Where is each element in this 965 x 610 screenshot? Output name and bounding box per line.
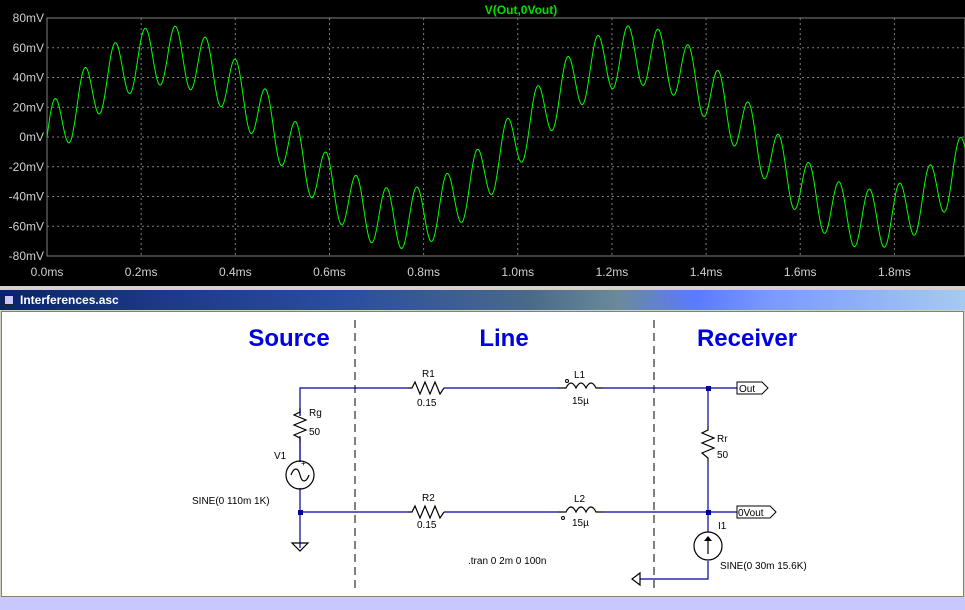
current-source-i1[interactable]: I1 SINE(0 30m 15.6K) bbox=[693, 521, 807, 572]
schematic-canvas[interactable]: Source Line Receiver Rg 50 bbox=[2, 312, 965, 598]
waveform-plot[interactable]: V(Out,0Vout) 80mV 60mV 40mV 20mV 0mV -20mV -40… bbox=[0, 0, 965, 286]
i1-value: SINE(0 30m 15.6K) bbox=[720, 561, 807, 572]
inductor-l2[interactable]: L2 15µ bbox=[558, 494, 603, 529]
wires[interactable] bbox=[299, 387, 737, 580]
y-tick-label: -80mV bbox=[9, 249, 44, 263]
resistor-rr[interactable]: Rr 50 bbox=[700, 426, 729, 462]
y-tick-label: 40mV bbox=[13, 71, 44, 85]
y-tick-label: 80mV bbox=[13, 11, 44, 25]
x-tick-label: 0.8ms bbox=[407, 265, 440, 279]
ground-icon bbox=[631, 571, 641, 587]
x-tick-label: 0.2ms bbox=[125, 265, 158, 279]
x-tick-label: 1.2ms bbox=[596, 265, 629, 279]
section-receiver: Receiver bbox=[697, 325, 797, 352]
junction-source-return bbox=[298, 510, 303, 515]
rg-value: 50 bbox=[309, 427, 321, 438]
section-source: Source bbox=[248, 325, 329, 352]
x-tick-label: 1.8ms bbox=[878, 265, 911, 279]
netlabel-out[interactable]: Out bbox=[736, 381, 769, 395]
netlabel-0vout-text: 0Vout bbox=[738, 508, 764, 519]
status-bar bbox=[0, 598, 965, 610]
x-tick-label: 0.6ms bbox=[313, 265, 346, 279]
y-tick-label: -60mV bbox=[9, 219, 44, 233]
x-tick-label: 1.6ms bbox=[784, 265, 817, 279]
resistor-rg[interactable]: Rg 50 bbox=[292, 408, 322, 442]
l1-name: L1 bbox=[574, 370, 586, 381]
resistor-r1[interactable]: R1 0.15 bbox=[408, 369, 445, 409]
x-tick-label: 0.4ms bbox=[219, 265, 252, 279]
v1-value: SINE(0 110m 1K) bbox=[192, 496, 270, 507]
l2-name: L2 bbox=[574, 494, 586, 505]
plus-sign: + bbox=[301, 459, 306, 468]
r1-value: 0.15 bbox=[417, 398, 437, 409]
x-tick-label: 1.4ms bbox=[690, 265, 723, 279]
resistor-r2[interactable]: R2 0.15 bbox=[408, 493, 445, 531]
spice-directive[interactable]: .tran 0 2m 0 100n bbox=[468, 556, 546, 567]
ground-icon bbox=[290, 542, 310, 552]
waveform-trace[interactable] bbox=[46, 25, 965, 250]
window-title: Interferences.asc bbox=[20, 293, 119, 307]
trace-title[interactable]: V(Out,0Vout) bbox=[485, 3, 557, 17]
l1-value: 15µ bbox=[572, 396, 589, 407]
y-axis-ticks: 80mV 60mV 40mV 20mV 0mV -20mV -40mV -60mV -80mV bbox=[9, 11, 44, 263]
voltage-source-v1[interactable]: + V1 SINE(0 110m 1K) bbox=[192, 442, 315, 507]
rr-name: Rr bbox=[717, 434, 728, 445]
arrow-up-icon bbox=[704, 536, 712, 541]
y-tick-label: 60mV bbox=[13, 41, 44, 55]
waveform-viewer[interactable]: V(Out,0Vout) 80mV 60mV 40mV 20mV 0mV -20mV -40… bbox=[0, 0, 965, 286]
x-tick-label: 0.0ms bbox=[31, 265, 64, 279]
r2-name: R2 bbox=[422, 493, 435, 504]
sine-icon bbox=[290, 468, 310, 482]
v1-name: V1 bbox=[274, 451, 287, 462]
y-tick-label: -40mV bbox=[9, 190, 44, 204]
i1-name: I1 bbox=[718, 521, 727, 532]
schematic-file-icon bbox=[4, 295, 14, 305]
inductor-l1[interactable]: L1 15µ bbox=[558, 370, 603, 407]
schematic-editor[interactable]: Source Line Receiver Rg 50 bbox=[1, 311, 964, 597]
schematic-window-titlebar[interactable]: Interferences.asc bbox=[0, 290, 965, 310]
section-line: Line bbox=[479, 325, 528, 352]
netlabel-0vout[interactable]: 0Vout bbox=[736, 505, 777, 519]
y-tick-label: 20mV bbox=[13, 100, 44, 114]
y-tick-label: -20mV bbox=[9, 160, 44, 174]
r1-name: R1 bbox=[422, 369, 435, 380]
r2-value: 0.15 bbox=[417, 520, 437, 531]
netlabel-out-text: Out bbox=[739, 384, 755, 395]
rr-value: 50 bbox=[717, 450, 729, 461]
junction-0vout bbox=[706, 510, 711, 515]
plot-grid bbox=[47, 18, 965, 256]
y-tick-label: 0mV bbox=[19, 130, 44, 144]
rg-name: Rg bbox=[309, 408, 322, 419]
x-axis-ticks: 0.0ms 0.2ms 0.4ms 0.6ms 0.8ms 1.0ms 1.2ms 1.4ms… bbox=[31, 265, 911, 279]
l2-value: 15µ bbox=[572, 518, 589, 529]
x-tick-label: 1.0ms bbox=[501, 265, 534, 279]
junction-out bbox=[706, 386, 711, 391]
